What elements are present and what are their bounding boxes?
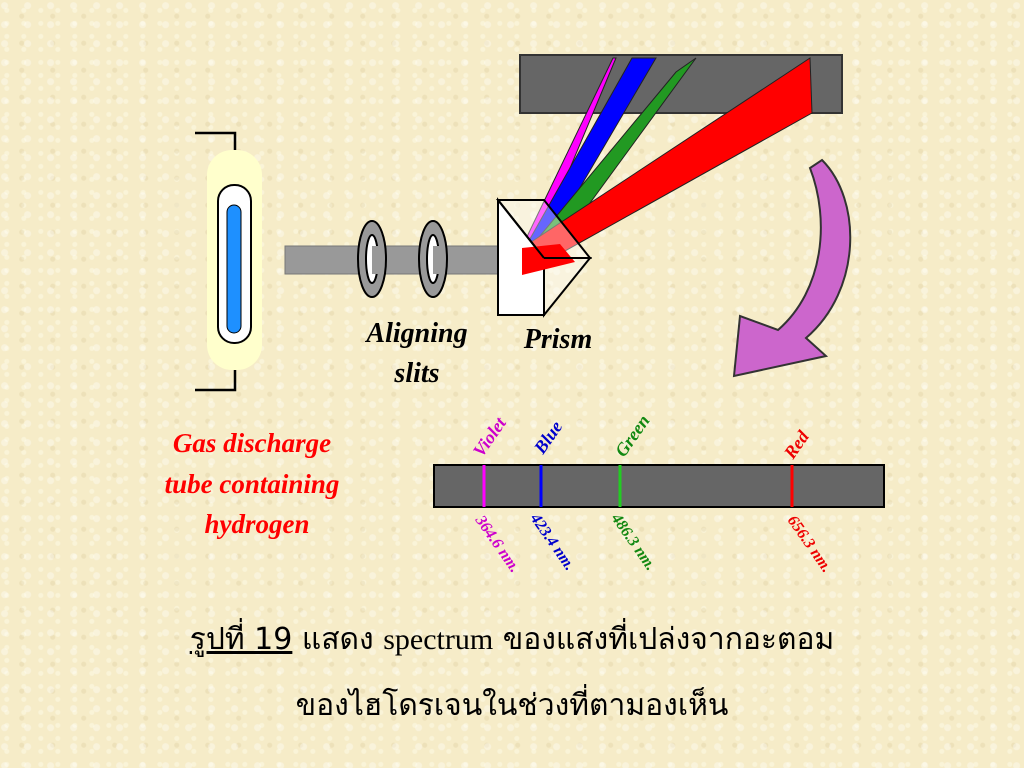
violet-wavelength-label: 364.6 nm. — [471, 512, 523, 576]
green-name-label: Green — [611, 411, 654, 460]
blue-name-label: Blue — [529, 417, 566, 458]
caption-line-1: รูปที่ 19 แสดง spectrum ของแสงที่เปล่งจา… — [0, 616, 1024, 663]
slits-label-line2: slits — [393, 358, 439, 389]
spectroscope-diagram: Aligning slits Prism Gas discharge tube … — [165, 54, 885, 576]
caption-line-2: ของไฮโดรเจนในช่วงที่ตามองเห็น — [295, 688, 729, 723]
green-wavelength-label: 486.3 nm. — [607, 510, 659, 574]
violet-name-label: Violet — [469, 413, 511, 461]
prism — [495, 197, 593, 318]
caption-text-a: แสดง — [292, 622, 384, 657]
slits-label-line1: Aligning — [364, 318, 467, 349]
curved-arrow-icon — [732, 158, 852, 378]
red-wavelength-label: 656.3 nm. — [784, 513, 835, 576]
tube-label-line3: hydrogen — [204, 509, 309, 539]
blue-wavelength-label: 423.4 nm. — [526, 510, 578, 574]
aligning-slit-1 — [357, 220, 387, 298]
figure-number: รูปที่ 19 — [189, 622, 293, 657]
tube-label-line2: tube containing — [165, 469, 340, 499]
caption-spectrum-word: spectrum — [383, 623, 494, 656]
gas-discharge-tube — [195, 131, 262, 392]
spectrum-screen — [433, 464, 885, 508]
aligning-slit-2 — [418, 220, 448, 298]
caption-text-b: ของแสงที่เปล่งจากอะตอม — [493, 622, 835, 657]
light-beam — [284, 245, 526, 275]
prism-label: Prism — [523, 324, 592, 355]
red-name-label: Red — [779, 426, 813, 463]
tube-label-line1: Gas discharge — [173, 428, 331, 458]
